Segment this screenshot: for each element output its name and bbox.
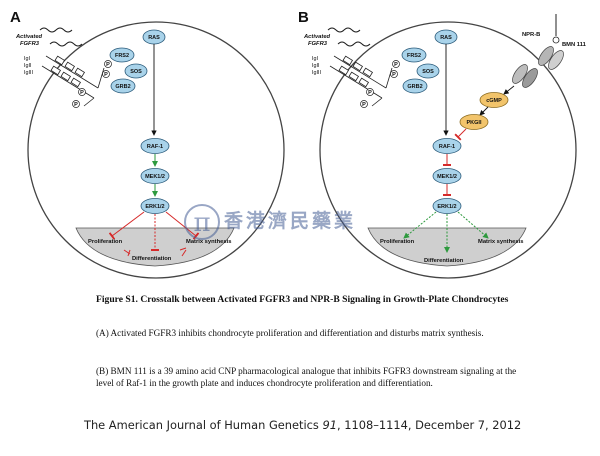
mek12-label-b: MEK1/2 [437, 174, 457, 180]
grb2-node [110, 78, 136, 94]
svg-text:P: P [106, 62, 110, 68]
bmn111-label: BMN 111 [562, 42, 587, 48]
activated-label-b-line2: FGFR3 [308, 41, 328, 47]
ligand-squiggle-1 [39, 27, 73, 33]
ligand-squiggle-b1 [327, 27, 361, 33]
matrix-label-b: Matrix synthesis [478, 239, 523, 245]
svg-text:P: P [80, 90, 84, 96]
citation-journal: The American Journal of Human Genetics [84, 418, 319, 432]
raf1-node-b [432, 138, 462, 154]
npr-b-to-cgmp-arrow [503, 85, 515, 95]
erk12-label-b: ERK1/2 [437, 204, 456, 210]
raf1-label: RAF-1 [147, 144, 163, 150]
svg-text:P: P [104, 72, 108, 78]
npr-b-receptor [512, 46, 564, 88]
figure-caption-title: Figure S1. Crosstalk between Activated F… [96, 294, 509, 305]
fgfr3-receptor-dimer [41, 55, 105, 107]
cell-membrane [27, 21, 285, 279]
svg-text:P: P [368, 90, 372, 96]
cell-membrane-b [319, 21, 577, 279]
phosphate-groups: P P P P [72, 60, 112, 108]
citation-volume: 91 [322, 418, 337, 432]
frs2-label-b: FRS2 [407, 53, 421, 59]
panel-b-letter: B [298, 9, 309, 26]
grb2-label-b: GRB2 [407, 84, 422, 90]
svg-text:π: π [193, 208, 210, 238]
inhibit-tick-left [123, 249, 131, 257]
fgfr3-receptor-dimer-b [329, 55, 393, 107]
mek12-label: MEK1/2 [145, 174, 165, 180]
journal-citation: The American Journal of Human Genetics 9… [84, 418, 564, 432]
svg-text:P: P [394, 62, 398, 68]
proliferation-label-b: Proliferation [380, 239, 415, 245]
activated-label-line2: FGFR3 [20, 41, 40, 47]
frs2-node-b [401, 47, 427, 63]
sos-node [124, 63, 148, 79]
figure-caption-b: (B) BMN 111 is a 39 amino acid CNP pharm… [96, 366, 517, 388]
crosstalk-diagram: A Activated FGFR3 IgI IgII IgIII P [10, 9, 587, 279]
ligand-squiggle-b2 [337, 41, 371, 47]
npr-b-label: NPR-B [522, 32, 540, 38]
erk-inhibits-matrix [165, 211, 200, 240]
svg-text:P: P [74, 102, 78, 108]
watermark-text: 香港濟民藥業 [224, 210, 357, 232]
citation-rest: , 1108–1114, December 7, 2012 [336, 418, 522, 432]
mek12-node-b [432, 168, 462, 184]
cgmp-to-pkgii-arrow [479, 106, 489, 116]
frs2-label: FRS2 [115, 53, 129, 59]
figure-caption-a: (A) Activated FGFR3 inhibits chondrocyte… [96, 328, 484, 338]
svg-text:P: P [362, 102, 366, 108]
ig3-label: IgIII [24, 70, 33, 76]
differentiation-label-b: Differentiation [424, 258, 464, 264]
ligand-squiggle-2 [49, 41, 83, 47]
grb2-label: GRB2 [115, 84, 130, 90]
activated-label-b-line1: Activated [303, 34, 331, 40]
ig1-label: IgI [24, 56, 30, 62]
erk12-node-b [432, 198, 462, 214]
sos-node-b [416, 63, 440, 79]
erk-inhibits-proliferation [108, 211, 145, 240]
pkgii-label: PKGII [467, 120, 482, 126]
ras-label: RAS [148, 35, 160, 41]
mek12-node [140, 168, 170, 184]
panel-b: B Activated FGFR3 IgI IgII IgIII P P [298, 9, 587, 279]
erk-activates-matrix [457, 211, 489, 239]
watermark-logo: π [184, 204, 220, 240]
sos-label: SOS [130, 69, 142, 75]
proliferation-label-a: Proliferation [88, 239, 123, 245]
erk12-node [140, 198, 170, 214]
pkgii-inhibits-raf [454, 128, 467, 141]
ig2-label-b: IgII [312, 63, 320, 69]
ig2-label: IgII [24, 63, 32, 69]
panel-a-letter: A [10, 9, 21, 26]
phosphate-groups-b: P P P P [360, 60, 400, 108]
bmn111-ligand [552, 36, 560, 44]
svg-text:P: P [392, 72, 396, 78]
raf1-label-b: RAF-1 [439, 144, 455, 150]
activated-label-line1: Activated [15, 34, 43, 40]
cgmp-label: cGMP [486, 98, 502, 104]
ig3-label-b: IgIII [312, 70, 321, 76]
cgmp-node [479, 92, 509, 108]
ig1-label-b: IgI [312, 56, 318, 62]
grb2-node-b [402, 78, 428, 94]
differentiation-label-a: Differentiation [132, 256, 172, 262]
raf1-node [140, 138, 170, 154]
sos-label-b: SOS [422, 69, 434, 75]
matrix-label-a: Matrix synthesis [186, 239, 231, 245]
panel-a: A Activated FGFR3 IgI IgII IgIII P [10, 9, 285, 279]
frs2-node [109, 47, 135, 63]
pkgii-node [459, 114, 489, 130]
inhibit-tick-right [179, 247, 187, 257]
erk12-label: ERK1/2 [145, 204, 164, 210]
ras-label-b: RAS [440, 35, 452, 41]
